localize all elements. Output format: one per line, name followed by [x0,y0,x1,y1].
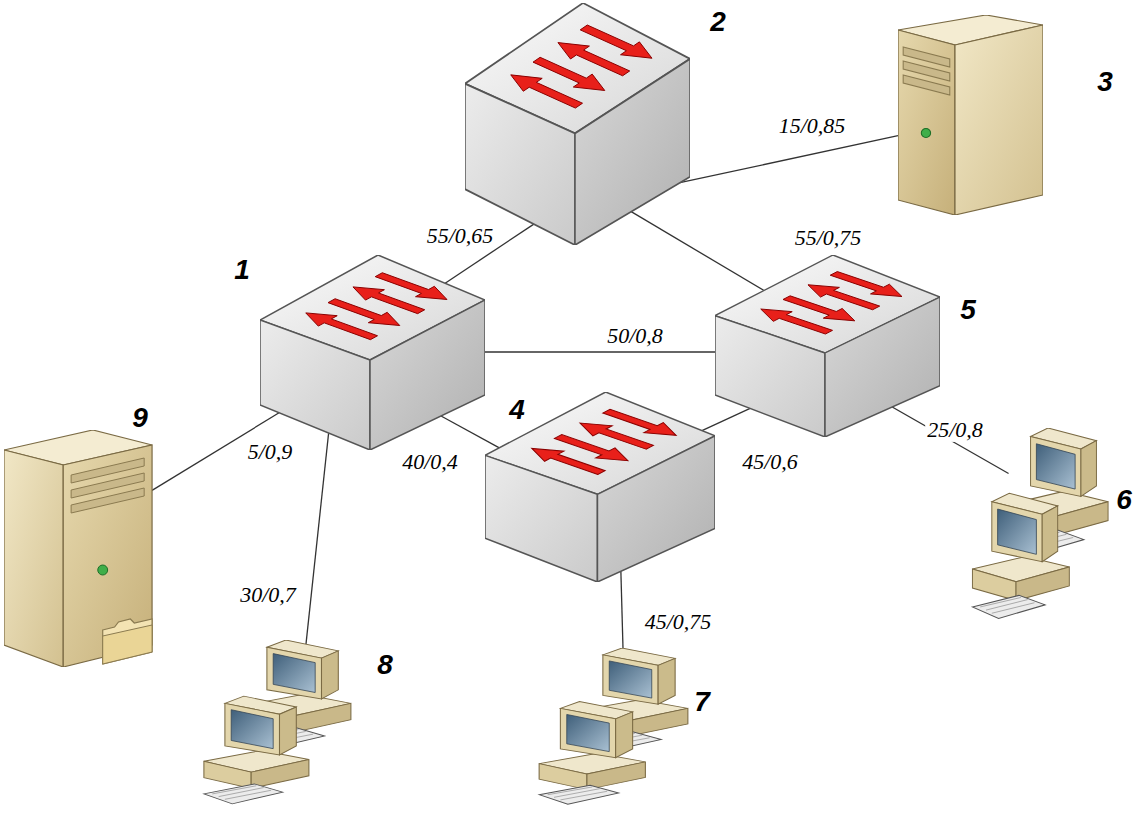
workstation-group: 8 [185,640,353,812]
link-label: 30/0,7 [238,583,298,607]
device-number: 4 [509,396,525,424]
network-link [621,571,623,648]
network-link [680,136,898,183]
network-link [306,433,329,644]
workstation-group: 7 [520,648,690,812]
network-link [441,416,499,448]
device-number: 9 [132,404,148,432]
server-icon [898,15,1043,215]
workstation-group-icon [520,648,690,812]
link-label: 40/0,4 [400,450,460,474]
device-number: 7 [694,688,710,716]
network-switch-icon [715,255,940,437]
network-switch-icon [260,255,485,450]
link-label: 5/0,9 [246,440,295,464]
device-number: 6 [1116,486,1132,514]
device-number: 3 [1097,68,1113,96]
workstation-group-icon [955,428,1110,628]
link-label: 25/0,8 [925,418,985,442]
link-label: 55/0,75 [793,226,864,250]
server: 3 [898,15,1043,215]
device-number: 5 [960,296,976,324]
file-server: 9 [4,430,157,667]
device-number: 1 [234,256,250,284]
network-link [702,408,750,430]
device-number: 8 [377,651,393,679]
workstation-group: 6 [955,428,1110,628]
network-switch: 4 [485,392,715,582]
link-label: 45/0,75 [643,610,714,634]
link-label: 50/0,8 [605,324,665,348]
network-switch: 1 [260,255,485,450]
network-link [485,351,715,352]
network-switch: 5 [715,255,940,437]
link-label: 45/0,6 [740,450,800,474]
workstation-group-icon [185,640,353,812]
network-switch-icon [465,3,690,245]
network-switch: 2 [465,3,690,245]
file-server-icon [4,430,157,667]
network-link [892,407,1008,473]
network-link [631,212,764,291]
device-number: 2 [710,8,726,36]
link-label: 55/0,65 [425,224,496,248]
link-label: 15/0,85 [777,114,848,138]
